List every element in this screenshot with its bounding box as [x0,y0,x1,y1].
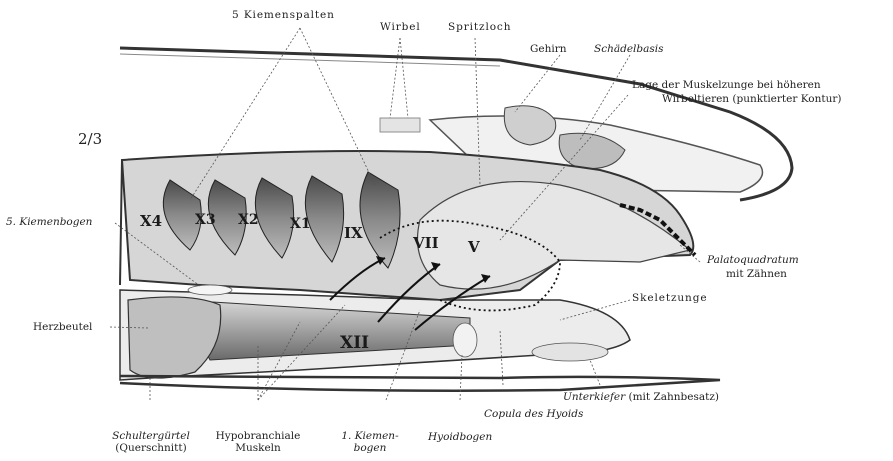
label-unterkiefer-note: (mit Zahnbesatz) [628,391,718,403]
nerve-x2: X2 [238,212,259,228]
label-skeletzunge: Skeletzunge [632,292,707,304]
label-muskelzunge-2: Wirbeltieren (punktierter Kontur) [662,93,841,105]
nerve-xii: XII [340,333,369,353]
nerve-ix: IX [344,224,363,242]
label-gehirn: Gehirn [530,43,567,55]
nerve-v: V [467,238,480,256]
label-schulterguertel-2: (Querschnitt) [99,442,203,454]
label-muskelzunge-1: Lage der Muskelzunge bei höheren [632,79,821,91]
label-schulterguertel-1: Schultergürtel [99,430,203,442]
label-hyoidbogen: Hyoidbogen [428,431,492,443]
label-kiemenbogen-1-b: bogen [331,442,409,454]
nerve-vii: VII [412,234,439,252]
nerve-x1: X1 [290,216,311,232]
label-kiemenspalten: 5 Kiemenspalten [232,9,335,21]
label-palatoquadratum-1: Palatoquadratum [707,254,799,266]
label-hypobranchiale-1: Hypobranchiale [203,430,313,442]
nerve-x4: X4 [140,212,162,230]
label-wirbel: Wirbel [380,21,421,33]
label-hypobranchiale-2: Muskeln [203,442,313,454]
label-kiemenbogen-5: 5. Kiemenbogen [6,216,92,228]
scale-label: 2/3 [78,133,102,145]
label-schaedelbasis: Schädelbasis [594,43,664,55]
label-unterkiefer: Unterkiefer (mit Zahnbesatz) [563,391,719,403]
label-palatoquadratum-2: mit Zähnen [726,268,787,280]
label-copula: Copula des Hyoids [484,408,583,420]
label-kiemenbogen-1-a: 1. Kiemen- [331,430,409,442]
label-unterkiefer-name: Unterkiefer [563,391,625,403]
label-herzbeutel: Herzbeutel [33,321,92,333]
nerve-x3: X3 [195,212,216,228]
lower-region [120,285,720,391]
label-spritzloch: Spritzloch [448,21,511,33]
